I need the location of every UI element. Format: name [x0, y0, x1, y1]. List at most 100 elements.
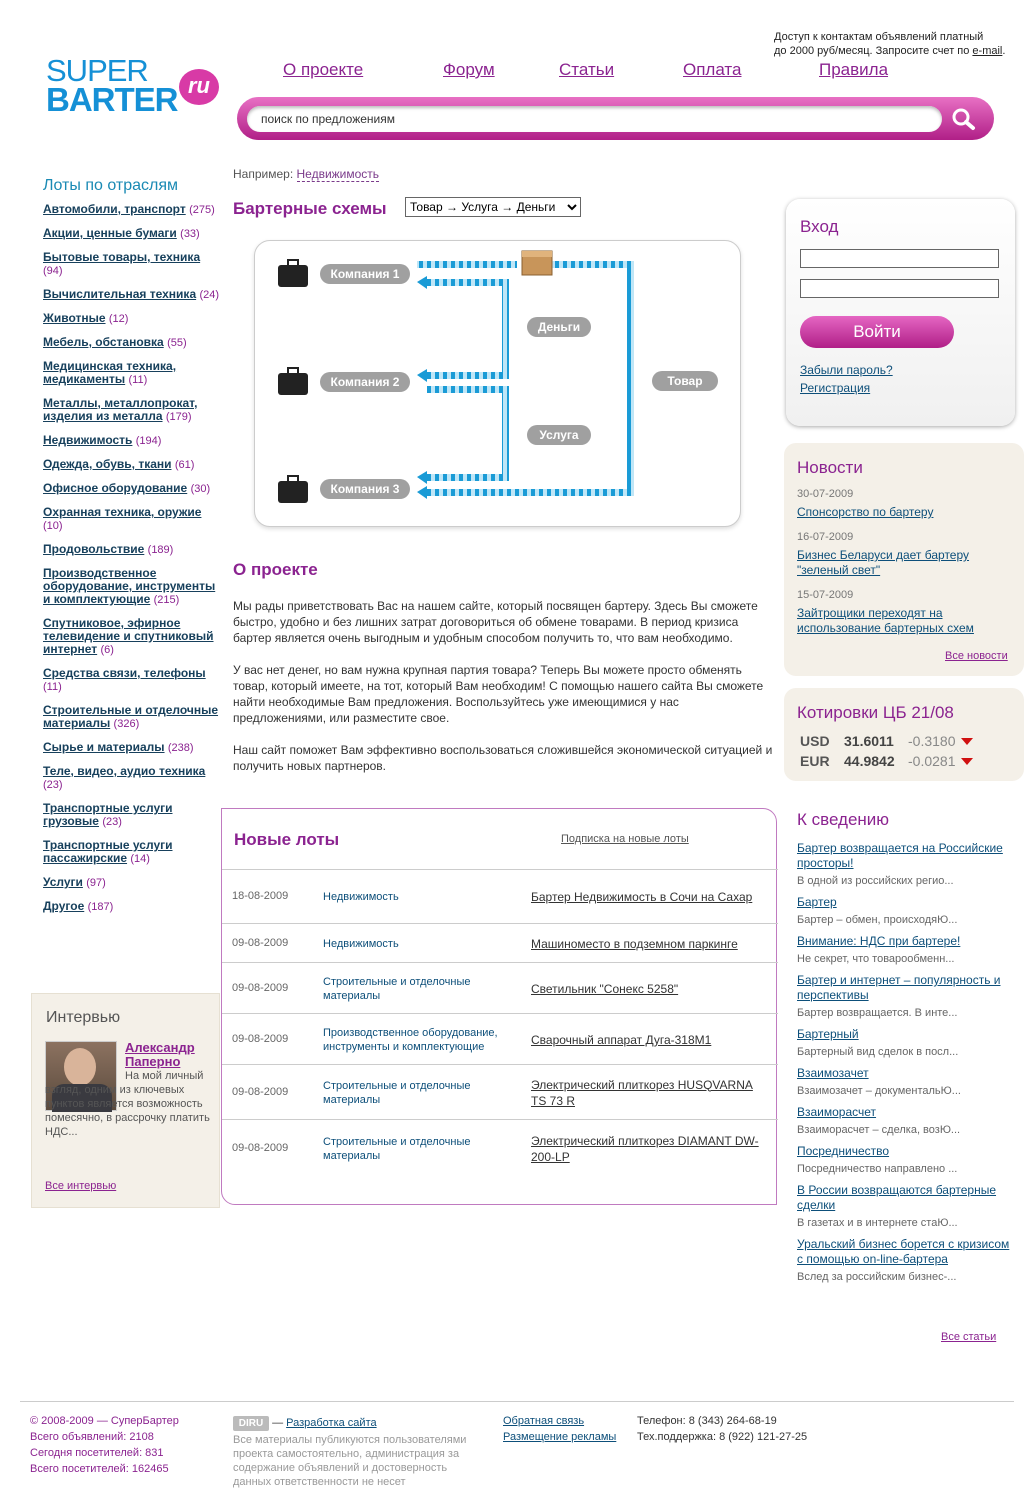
info-link[interactable]: Бартер и интернет – популярность и персп…: [797, 973, 1001, 1002]
lot-title-link[interactable]: Сварочный аппарат Дуга-318М1: [531, 1032, 712, 1047]
categories-title: Лоты по отраслям: [43, 177, 178, 194]
feedback-link[interactable]: Обратная связь: [503, 1415, 585, 1427]
search-button[interactable]: [949, 105, 979, 133]
category-link[interactable]: Другое: [43, 899, 85, 913]
advertising-link[interactable]: Размещение рекламы: [503, 1431, 617, 1443]
info-excerpt: Не секрет, что товарообменн...: [797, 953, 955, 965]
category-count: (55): [167, 337, 187, 349]
footer-disclaimer: Все материалы публикуются пользователями…: [233, 1434, 467, 1488]
lot-date: 09-08-2009: [232, 1032, 289, 1045]
lot-title-link[interactable]: Электрический плиткорез HUSQVARNA TS 73 …: [531, 1077, 753, 1108]
category-link[interactable]: Теле, видео, аудио техника: [43, 764, 206, 778]
category-link[interactable]: Мебель, обстановка: [43, 335, 164, 349]
nav-payment[interactable]: Оплата: [683, 60, 742, 79]
news-title: Новости: [797, 458, 863, 477]
category-link[interactable]: Животные: [43, 311, 106, 325]
category-link[interactable]: Сырье и материалы: [43, 740, 165, 754]
info-link[interactable]: Бартер: [797, 895, 837, 909]
category-count: (6): [100, 644, 114, 656]
category-link[interactable]: Продовольствие: [43, 542, 145, 556]
category-count: (33): [180, 228, 200, 240]
subscribe-link[interactable]: Подписка на новые лоты: [561, 833, 689, 845]
down-arrow-icon: [961, 758, 973, 765]
category-link[interactable]: Бытовые товары, техника: [43, 250, 201, 264]
lot-title-link[interactable]: Бартер Недвижимость в Сочи на Сахар: [531, 890, 753, 904]
category-link[interactable]: Одежда, обувь, ткани: [43, 457, 172, 471]
category-link[interactable]: Спутниковое, эфирное телевидение и спутн…: [43, 616, 214, 656]
lot-category: Строительные и отделочные материалы: [323, 1136, 471, 1162]
category-item: Строительные и отделочные материалы (326…: [43, 704, 221, 731]
lot-category: Недвижимость: [323, 891, 399, 903]
category-link[interactable]: Акции, ценные бумаги: [43, 226, 177, 240]
category-item: Транспортные услуги пассажирские (14): [43, 839, 221, 866]
category-link[interactable]: Металлы, металлопрокат, изделия из метал…: [43, 396, 198, 423]
register-link[interactable]: Регистрация: [800, 381, 871, 395]
category-link[interactable]: Вычислительная техника: [43, 287, 197, 301]
lot-title-link[interactable]: Электрический плиткорез DIAMANT DW-200-L…: [531, 1134, 759, 1164]
example-link[interactable]: Недвижимость: [296, 167, 380, 182]
lot-title-link[interactable]: Машиноместо в подземном паркинге: [531, 936, 738, 951]
categories-list: Автомобили, транспорт (275) Акции, ценные…: [43, 203, 221, 924]
category-link[interactable]: Услуги: [43, 875, 83, 889]
all-articles-link[interactable]: Все статьи: [941, 1331, 997, 1343]
login-button[interactable]: Войти: [800, 316, 954, 348]
info-link[interactable]: Бартерный: [797, 1027, 859, 1041]
category-item: Сырье и материалы (238): [43, 741, 221, 755]
scheme-select[interactable]: Товар → Услуга → Деньги: [405, 197, 581, 217]
info-link[interactable]: Взаиморасчет: [797, 1105, 877, 1119]
info-link[interactable]: Посредничество: [797, 1144, 890, 1158]
developer-link[interactable]: Разработка сайта: [286, 1417, 377, 1429]
category-count: (30): [190, 483, 211, 495]
all-news-link[interactable]: Все новости: [945, 650, 1008, 662]
category-link[interactable]: Автомобили, транспорт: [43, 202, 186, 216]
interview-photo[interactable]: [45, 1041, 117, 1112]
info-link[interactable]: Уральский бизнес борется с кризисом с по…: [797, 1237, 1010, 1266]
info-link[interactable]: Взаимозачет: [797, 1066, 869, 1080]
category-link[interactable]: Транспортные услуги пассажирские: [43, 838, 173, 865]
nav-rules[interactable]: Правила: [819, 60, 889, 79]
info-link[interactable]: Бартер возвращается на Российские просто…: [797, 841, 1003, 870]
briefcase-icon-3: [278, 475, 308, 503]
category-link[interactable]: Строительные и отделочные материалы: [43, 703, 219, 730]
nav-forum[interactable]: Форум: [443, 60, 495, 79]
category-link[interactable]: Средства связи, телефоны: [43, 666, 206, 680]
info-link[interactable]: В России возвращаются бартерные сделки: [797, 1183, 997, 1212]
footer-divider: [20, 1401, 1014, 1402]
nav-articles[interactable]: Статьи: [559, 60, 615, 79]
interview-quote: На мой личный взгляд, одним из ключевых …: [45, 1070, 210, 1138]
category-link[interactable]: Медицинская техника, медикаменты: [43, 359, 177, 386]
forgot-password-link[interactable]: Забыли пароль?: [800, 363, 893, 377]
category-item: Автомобили, транспорт (275): [43, 203, 221, 217]
lot-category: Строительные и отделочные материалы: [323, 975, 471, 1002]
site-logo[interactable]: SUPER BARTER ru: [46, 55, 221, 125]
email-link[interactable]: e-mail: [972, 45, 1003, 57]
category-link[interactable]: Недвижимость: [43, 433, 133, 447]
interview-name[interactable]: Александр Паперно: [125, 1040, 195, 1069]
login-username-field[interactable]: [800, 249, 999, 268]
category-link[interactable]: Производственное оборудование, инструмен…: [43, 566, 216, 606]
info-item: Бартер возвращается на Российские просто…: [797, 841, 1015, 887]
category-item: Мебель, обстановка (55): [43, 336, 221, 350]
info-link[interactable]: Внимание: НДС при бартере!: [797, 934, 961, 948]
rates-title: Котировки ЦБ 21/08: [797, 703, 954, 722]
info-excerpt: Взаиморасчет – сделка, возЮ...: [797, 1124, 961, 1136]
nav-about[interactable]: О проекте: [283, 60, 364, 79]
lot-title-link[interactable]: Светильник "Сонекс 5258": [531, 981, 679, 996]
category-count: (14): [130, 853, 150, 865]
category-link[interactable]: Охранная техника, оружие: [43, 505, 202, 519]
search-input[interactable]: [247, 106, 942, 132]
category-item: Медицинская техника, медикаменты (11): [43, 360, 221, 387]
category-link[interactable]: Офисное оборудование: [43, 481, 188, 495]
briefcase-icon-1: [278, 259, 308, 287]
category-link[interactable]: Транспортные услуги грузовые: [43, 801, 173, 828]
category-count: (12): [108, 313, 129, 325]
news-item: 30-07-2009 Спонсорство по бартеру: [797, 488, 934, 519]
login-password-field[interactable]: [800, 279, 999, 298]
rate-eur: EUR 44.9842 -0.0281: [800, 753, 973, 769]
new-lots-title: Новые лоты: [234, 830, 340, 849]
category-item: Охранная техника, оружие (10): [43, 506, 221, 533]
all-interviews-link[interactable]: Все интервью: [45, 1180, 117, 1192]
